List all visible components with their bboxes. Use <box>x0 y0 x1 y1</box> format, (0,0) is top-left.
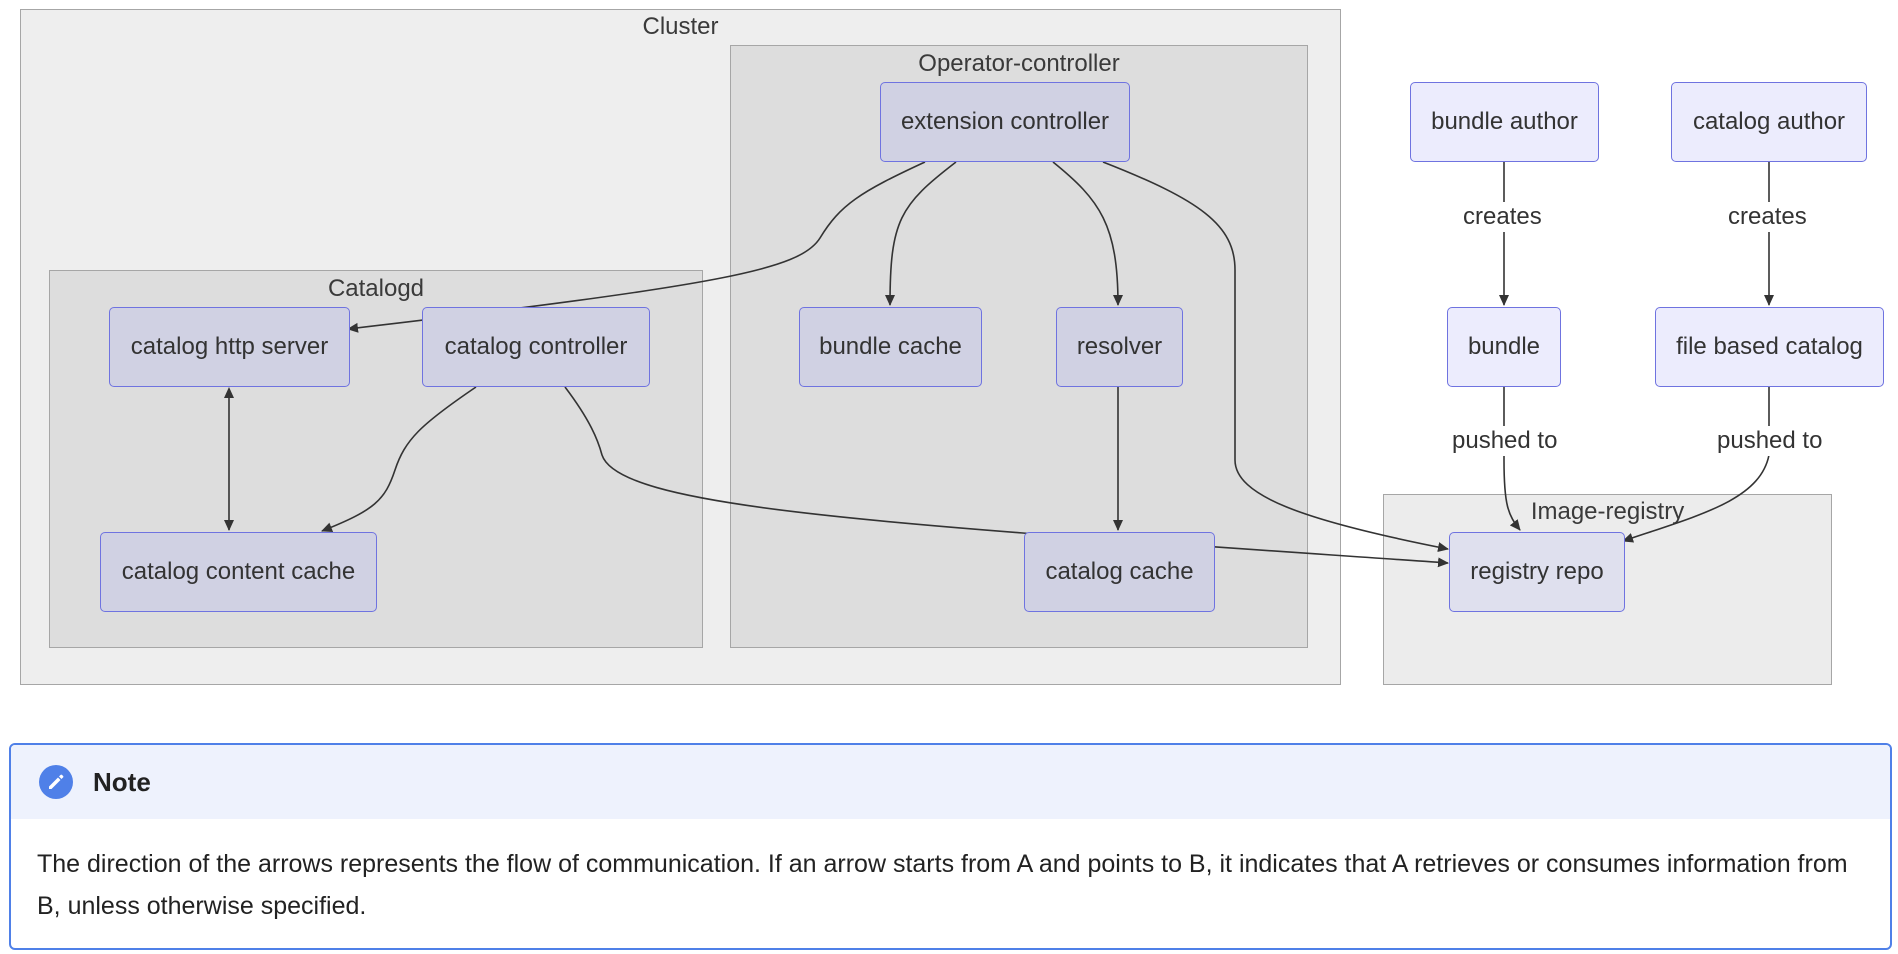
edge-label-catalog-author-creates: creates <box>1724 202 1811 232</box>
note-admonition: Note The direction of the arrows represe… <box>9 743 1892 950</box>
edge-label-bundle-pushed-to: pushed to <box>1448 426 1562 456</box>
pencil-icon <box>39 765 73 799</box>
edge-catalog-controller-to-content-cache <box>321 386 477 532</box>
node-catalog-content-cache: catalog content cache <box>100 532 377 612</box>
node-catalog-http-server: catalog http server <box>109 307 350 387</box>
node-file-based-catalog: file based catalog <box>1655 307 1884 387</box>
edge-extension-to-bundle-cache <box>885 161 957 306</box>
node-resolver: resolver <box>1056 307 1183 387</box>
note-header: Note <box>11 745 1890 819</box>
note-body: The direction of the arrows represents t… <box>37 850 1848 920</box>
edge-catalog-controller-to-registry-repo <box>564 386 1449 568</box>
edge-extension-to-registry-repo <box>1102 161 1449 552</box>
node-catalog-author: catalog author <box>1671 82 1867 162</box>
note-title: Note <box>93 766 151 797</box>
edge-label-bundle-author-creates: creates <box>1459 202 1546 232</box>
edge-bundle-to-registry-repo <box>1503 387 1521 531</box>
edge-label-fbc-pushed-to: pushed to <box>1713 426 1827 456</box>
node-extension-controller: extension controller <box>880 82 1130 162</box>
catalogd-title: Catalogd <box>327 275 425 302</box>
node-registry-repo: registry repo <box>1449 532 1625 612</box>
node-bundle-cache: bundle cache <box>799 307 982 387</box>
edge-fbc-to-registry-repo <box>1622 387 1770 543</box>
node-bundle-author: bundle author <box>1410 82 1599 162</box>
operator-controller-title: Operator-controller <box>918 50 1120 77</box>
node-catalog-controller: catalog controller <box>422 307 650 387</box>
node-bundle: bundle <box>1447 307 1561 387</box>
image-registry-title: Image-registry <box>1530 498 1685 525</box>
edge-extension-to-resolver <box>1052 161 1123 306</box>
edge-extension-to-http-server <box>347 161 926 333</box>
cluster-title: Cluster <box>642 13 719 40</box>
node-catalog-cache: catalog cache <box>1024 532 1215 612</box>
